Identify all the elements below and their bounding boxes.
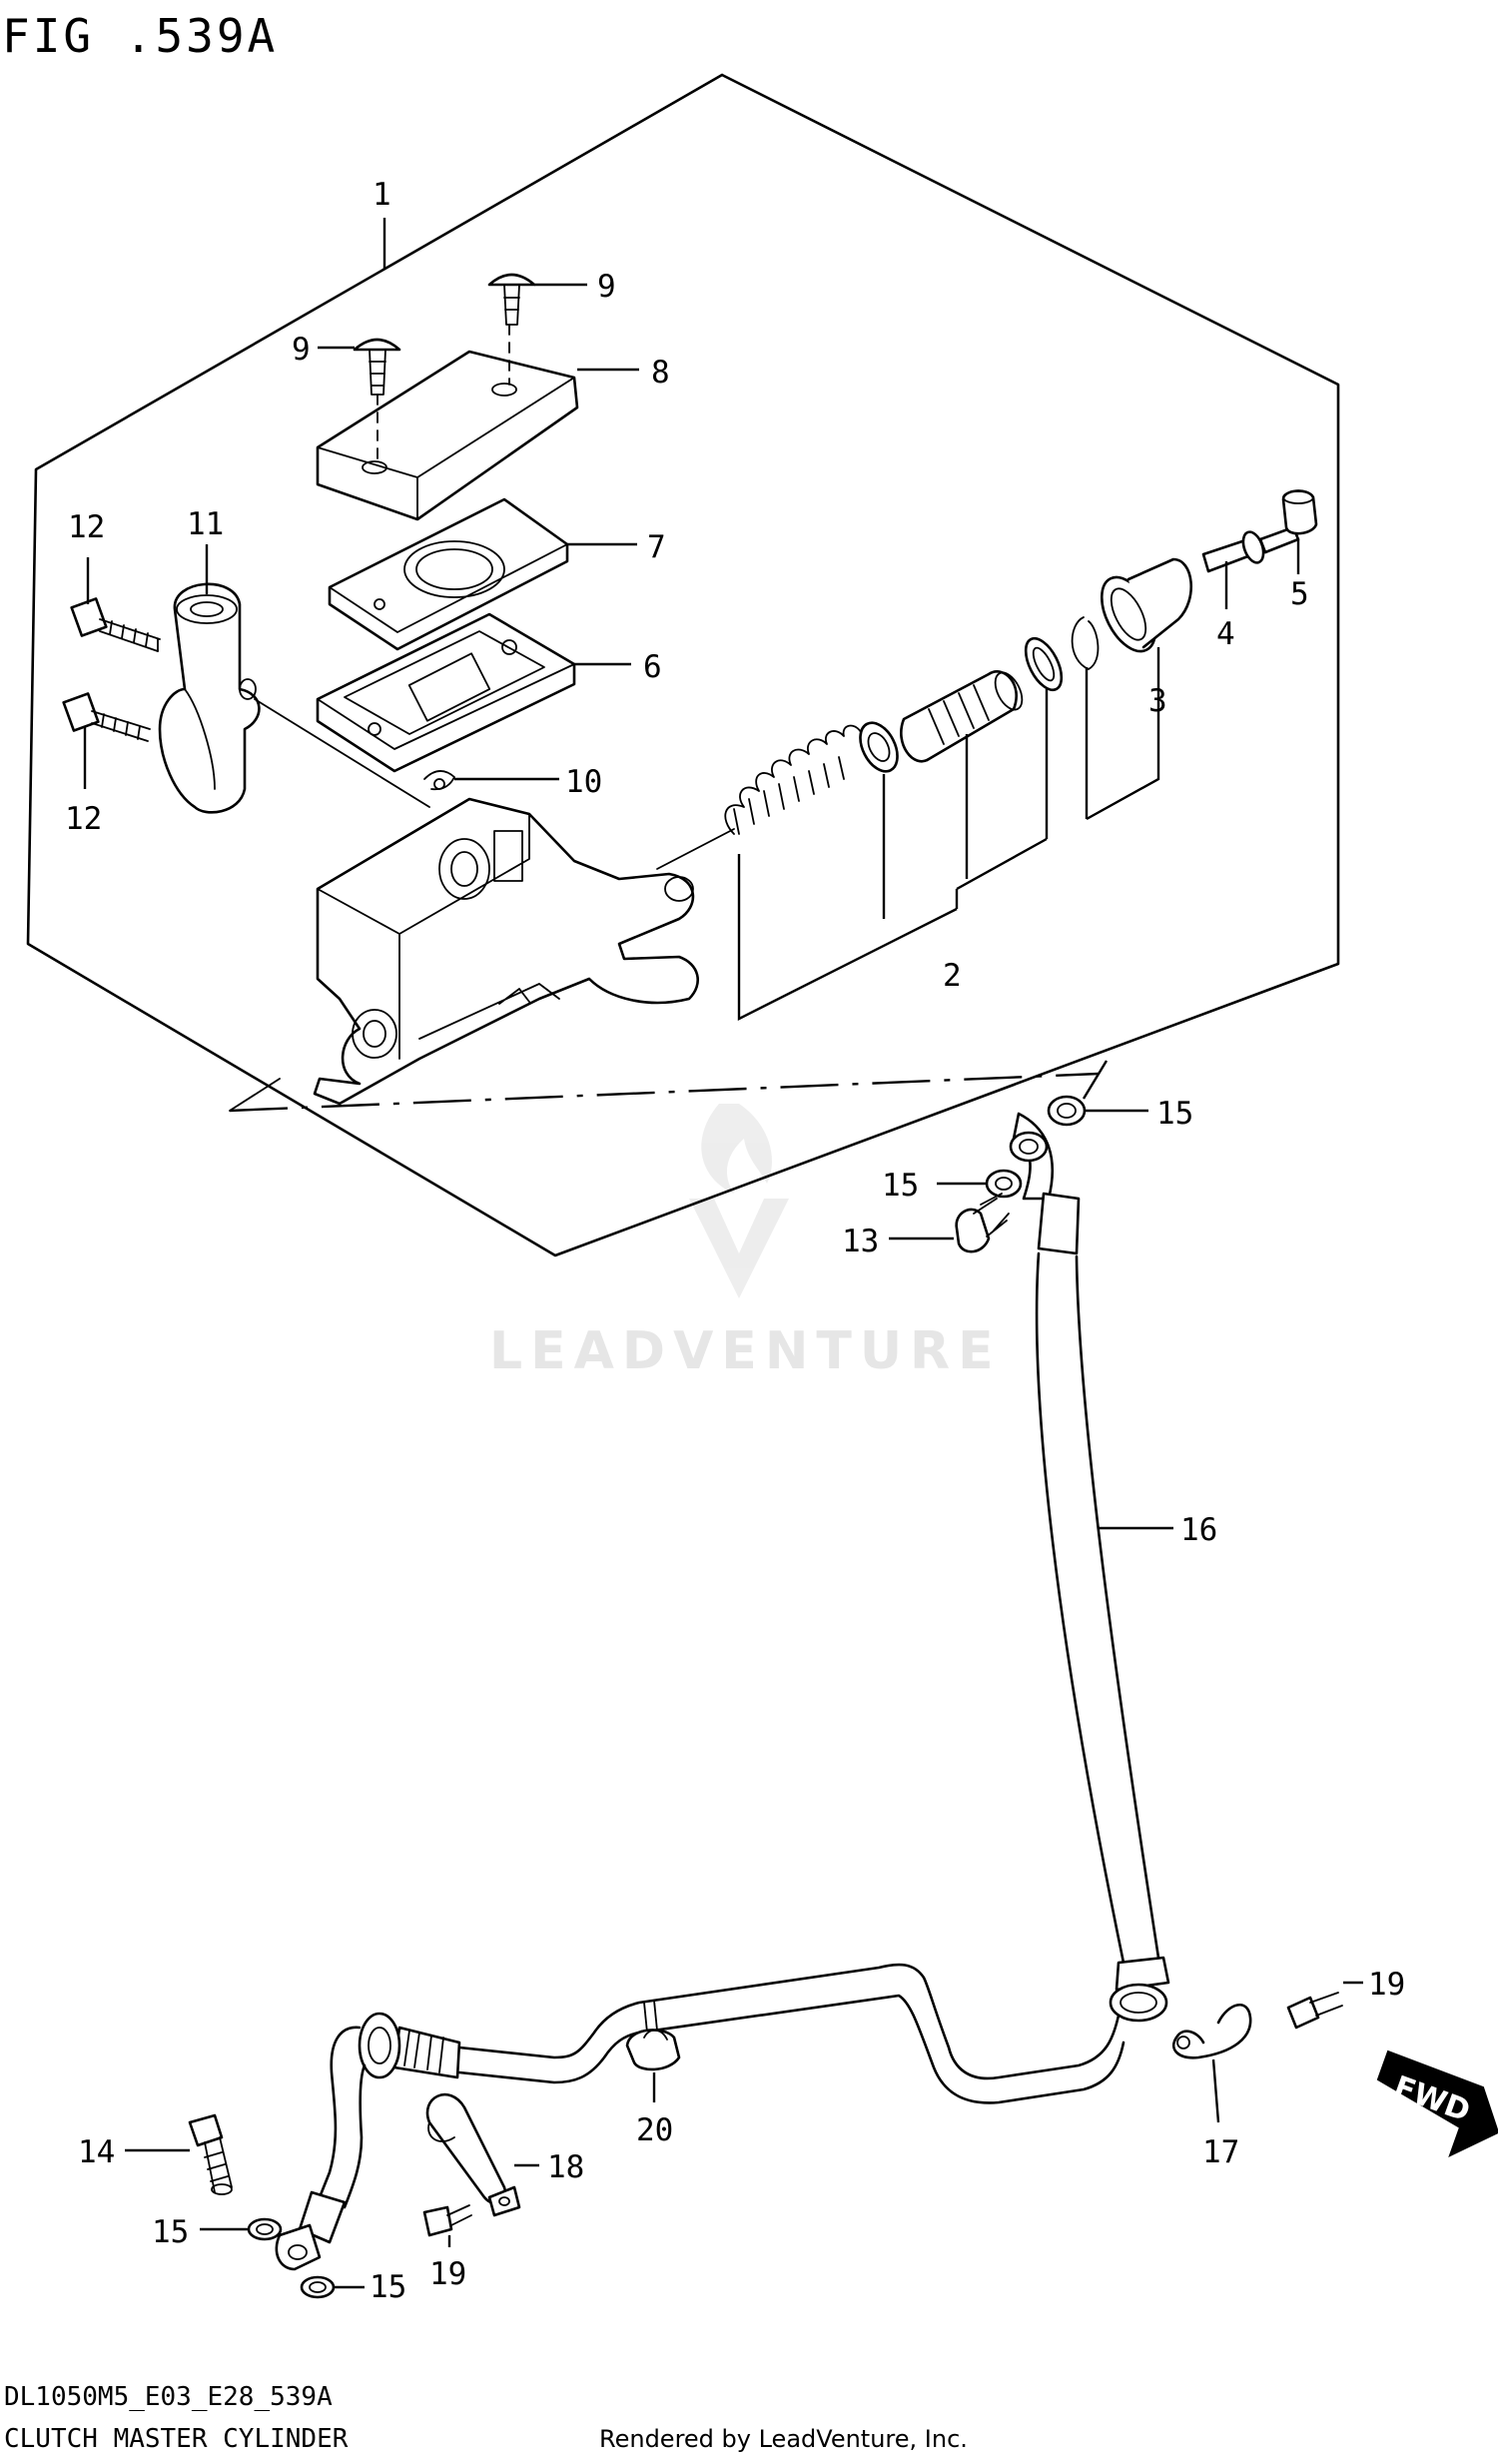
callout-9-left: 9 — [292, 332, 311, 368]
union-bolt-upper — [955, 1193, 1010, 1253]
footer-rendered-by: Rendered by LeadVenture, Inc. — [599, 2425, 968, 2453]
watermark-text: LEADVENTURE — [489, 1321, 1002, 1381]
nut — [1281, 489, 1318, 535]
callout-13: 13 — [842, 1224, 879, 1259]
bolt-right — [1286, 1992, 1343, 2030]
footer-caption: CLUTCH MASTER CYLINDER — [4, 2424, 349, 2454]
callout-9-right: 9 — [597, 269, 616, 305]
callout-15-top-left: 15 — [882, 1168, 919, 1204]
screw-right — [487, 273, 536, 386]
circlip — [1071, 616, 1100, 670]
holder — [158, 582, 430, 814]
bolt-lower-center — [422, 2204, 472, 2237]
seal-ring — [1024, 636, 1064, 692]
reservoir-cap — [316, 350, 579, 521]
footer-code: DL1050M5_E03_E28_539A — [4, 2382, 333, 2412]
callout-12-upper: 12 — [68, 509, 105, 545]
callout-15-bottom: 15 — [370, 2269, 406, 2305]
callout-11: 11 — [187, 506, 224, 542]
callout-3: 3 — [1148, 683, 1167, 719]
diaphragm — [328, 497, 569, 651]
leader-lines — [83, 218, 1363, 2289]
callout-14: 14 — [78, 2134, 115, 2170]
callout-10: 10 — [565, 764, 602, 800]
hose-clamp-right — [1171, 2004, 1252, 2059]
callout-12-lower: 12 — [65, 801, 102, 837]
fwd-arrow-marker: FWD — [1376, 2050, 1498, 2157]
callout-19-bottom: 19 — [429, 2256, 466, 2292]
piston-cup — [859, 721, 899, 773]
figure-title: FIG .539A — [2, 9, 278, 63]
callout-6: 6 — [643, 649, 662, 685]
piston — [900, 670, 1024, 763]
union-bolt-lower — [188, 2113, 233, 2195]
assembly-outline — [26, 73, 1340, 1257]
gasket-upper-mid — [985, 1169, 1023, 1199]
push-rod — [1201, 525, 1300, 573]
master-cylinder-body — [313, 797, 735, 1106]
callout-8: 8 — [651, 355, 670, 391]
reservoir-plate — [316, 612, 576, 773]
callout-1: 1 — [373, 177, 391, 213]
boot — [1100, 557, 1192, 653]
callout-16: 16 — [1180, 1512, 1217, 1548]
spring — [724, 724, 862, 835]
screw-left — [353, 338, 401, 460]
spring-clip — [423, 770, 455, 791]
callout-15-top-right: 15 — [1156, 1096, 1193, 1132]
gasket-top-left — [1009, 1131, 1049, 1163]
callout-2: 2 — [943, 958, 962, 994]
hose-clamp-center — [625, 2029, 681, 2071]
callout-4: 4 — [1216, 616, 1235, 652]
leadventure-watermark-logo — [689, 1104, 789, 1298]
callout-7: 7 — [647, 529, 666, 565]
callout-5: 5 — [1290, 576, 1309, 612]
callout-17: 17 — [1202, 2134, 1239, 2170]
hose-guide — [425, 2092, 521, 2217]
callout-18: 18 — [547, 2149, 584, 2185]
callout-15-bottom-left: 15 — [152, 2214, 189, 2250]
bolt-upper-left — [70, 597, 161, 652]
callout-19-right: 19 — [1368, 1967, 1405, 2003]
callout-20: 20 — [636, 2112, 673, 2148]
bolt-lower-left — [62, 692, 151, 742]
clutch-hose — [275, 1112, 1170, 2271]
gasket-top-right — [1047, 1095, 1087, 1127]
callout-numbers: 1 2 3 4 5 6 7 8 9 9 10 11 12 12 13 14 15… — [65, 177, 1405, 2305]
gasket-bottom — [300, 2275, 336, 2299]
piston-set-bracket — [737, 647, 1160, 1021]
gasket-bottom-left — [247, 2217, 283, 2241]
